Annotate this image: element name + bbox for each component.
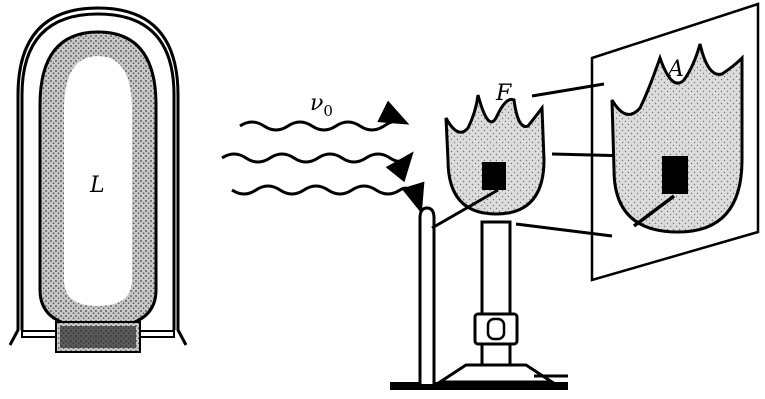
flame-icon [446, 95, 544, 214]
lamp-label: L [89, 173, 105, 198]
wavy-arrow-icon [232, 186, 420, 208]
flame-sample-square [482, 162, 506, 190]
flame-label: F [495, 81, 512, 106]
wavy-arrow-icon [222, 154, 410, 162]
radiation-waves: ν0 [222, 91, 420, 208]
image-sample-square [662, 156, 688, 194]
air-vent [488, 319, 504, 339]
screen-icon: A [516, 4, 758, 280]
image-label: A [666, 57, 684, 82]
burner-foot [440, 365, 552, 382]
frequency-label: ν0 [310, 91, 333, 120]
lamp-icon: L [10, 8, 186, 352]
bunsen-burner-icon: F [390, 81, 568, 390]
lamp-base-core [60, 326, 136, 348]
wavy-arrow-icon [240, 121, 404, 130]
sample-tube [420, 208, 434, 384]
